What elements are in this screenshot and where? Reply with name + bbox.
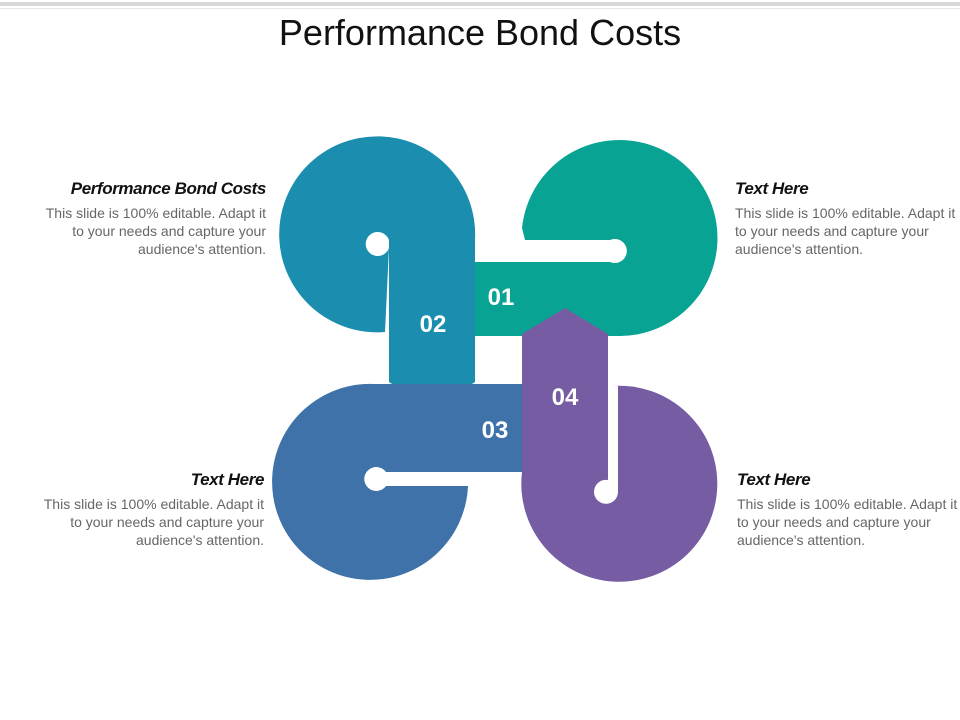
block-body: This slide is 100% editable. Adapt it to…: [45, 205, 266, 257]
text-block-bottom-right: Text Here This slide is 100% editable. A…: [737, 470, 960, 549]
text-block-bottom-left: Text Here This slide is 100% editable. A…: [34, 470, 265, 549]
step-04-number: 04: [552, 384, 579, 411]
top-rule: [0, 2, 960, 6]
block-body: This slide is 100% editable. Adapt it to…: [43, 496, 264, 548]
step-02-shape: [279, 136, 476, 411]
step-01-number: 01: [488, 284, 515, 311]
step-02-number: 02: [420, 311, 447, 338]
top-rule-thin: [0, 8, 960, 9]
block-heading: Text Here: [737, 470, 811, 489]
page-title: Performance Bond Costs: [278, 12, 682, 53]
step-03-shape: [272, 380, 550, 580]
block-heading: Performance Bond Costs: [70, 179, 267, 198]
step-01-shape: [447, 140, 718, 336]
step-03-number: 03: [482, 417, 509, 444]
block-heading: Text Here: [735, 179, 809, 198]
step-04-shape: [521, 308, 718, 582]
block-body: This slide is 100% editable. Adapt it to…: [735, 205, 956, 257]
text-block-top-left: Performance Bond Costs This slide is 100…: [36, 179, 267, 258]
block-body: This slide is 100% editable. Adapt it to…: [737, 496, 958, 548]
block-heading: Text Here: [190, 470, 265, 489]
text-block-top-right: Text Here This slide is 100% editable. A…: [735, 179, 960, 258]
